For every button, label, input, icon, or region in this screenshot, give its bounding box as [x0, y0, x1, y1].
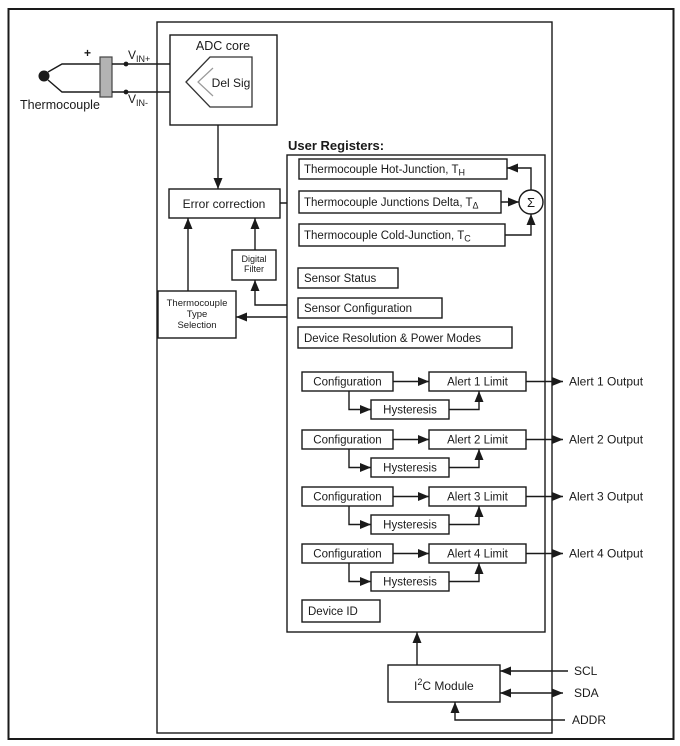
alert3-hysteresis-label: Hysteresis	[383, 520, 437, 532]
alert1-output-label: Alert 1 Output	[569, 375, 644, 389]
thermocouple-label: Thermocouple	[20, 98, 100, 112]
thermocouple-symbol: + Thermocouple	[20, 46, 113, 112]
alert3-hysteresis-to-limit-wire	[449, 506, 484, 526]
alert1-configuration-label: Configuration	[313, 377, 381, 389]
adc-core-title: ADC core	[196, 39, 250, 53]
user-registers-section: User Registers: Thermocouple Hot-Junctio…	[286, 138, 644, 633]
type-selection-label-line3: Selection	[177, 320, 216, 331]
alert1-hysteresis-label: Hysteresis	[383, 405, 437, 417]
sensor-configuration-register	[297, 297, 443, 319]
vin-plus-node-dot	[123, 61, 129, 67]
cold-junction-label: Thermocouple Cold-Junction, TC	[304, 230, 471, 244]
alert2-output-label: Alert 2 Output	[569, 433, 644, 447]
sensor-status-label: Sensor Status	[304, 273, 376, 285]
alert2-hysteresis-label: Hysteresis	[383, 463, 437, 475]
alert4-output-label: Alert 4 Output	[569, 547, 644, 561]
vin-minus-node-dot	[123, 89, 129, 95]
error-correction-label: Error correction	[183, 197, 266, 211]
alert3-limit-label: Alert 3 Limit	[447, 492, 509, 504]
adc-core-block: ADC core Del Sig	[169, 34, 278, 126]
sensor-configuration-label: Sensor Configuration	[304, 303, 412, 315]
i2c-module-box	[387, 664, 501, 703]
alert4-configuration-label: Configuration	[313, 549, 381, 561]
i2c-module-label: I2C Module	[414, 677, 474, 693]
addr-wire	[450, 702, 565, 721]
sigma-symbol: Σ	[527, 195, 535, 210]
alert4-limit-label: Alert 4 Limit	[447, 549, 509, 561]
sensor-status-register	[297, 267, 399, 289]
digital-filter-box	[231, 249, 277, 281]
alert2-hysteresis-to-limit-wire	[449, 449, 484, 469]
vin-minus-label: VIN-	[128, 92, 148, 108]
vin-plus-label: VIN+	[128, 48, 150, 64]
alert4-hysteresis-to-limit-wire	[449, 563, 484, 583]
alert-group-4: Configuration Alert 4 Limit Hysteresis A…	[301, 543, 644, 592]
del-sig-label: Del Sig	[212, 76, 251, 90]
hot-junction-label: Thermocouple Hot-Junction, TH	[304, 164, 465, 178]
alert4-config-to-hysteresis-wire	[348, 563, 371, 586]
alert1-config-to-hysteresis-wire	[348, 391, 371, 414]
user-registers-heading: User Registers:	[288, 138, 384, 153]
addr-pin-label: ADDR	[572, 713, 606, 727]
thermocouple-wire-minus	[47, 79, 100, 93]
alert-group-2: Configuration Alert 2 Limit Hysteresis A…	[301, 429, 644, 478]
pentagon-chevron-icon	[197, 67, 214, 97]
alert3-output-label: Alert 3 Output	[569, 490, 644, 504]
alert1-hysteresis-to-limit-wire	[449, 391, 484, 411]
polarity-plus-label: +	[84, 46, 91, 60]
alert-group-3: Configuration Alert 3 Limit Hysteresis A…	[301, 486, 644, 535]
digital-filter-label-line1: Digital	[241, 254, 266, 264]
alert2-config-to-hysteresis-wire	[348, 449, 371, 472]
i2c-section: I2C Module SCL SDA ADDR	[387, 632, 606, 727]
alert4-hysteresis-label: Hysteresis	[383, 577, 437, 589]
summation-circle-icon	[518, 189, 544, 215]
device-resolution-register	[297, 326, 513, 349]
cold-to-sigma-wire	[505, 214, 536, 236]
type-selection-label-line2: Type	[187, 309, 208, 320]
device-id-label: Device ID	[308, 606, 358, 618]
sigma-to-hot-wire	[507, 163, 532, 190]
thermocouple-wire-plus	[47, 63, 100, 73]
device-id-register	[301, 599, 381, 623]
alert-group-1: Configuration Alert 1 Limit Hysteresis A…	[301, 371, 644, 420]
junctions-delta-label: Thermocouple Junctions Delta, TΔ	[304, 197, 479, 211]
alert1-limit-label: Alert 1 Limit	[447, 377, 509, 389]
type-selection-label-line1: Thermocouple	[167, 298, 228, 309]
alert3-configuration-label: Configuration	[313, 492, 381, 504]
alert2-limit-label: Alert 2 Limit	[447, 435, 509, 447]
delta-sigma-pentagon-icon	[185, 56, 253, 108]
sensor-config-to-digital-filter-wire	[250, 280, 298, 306]
sda-pin-label: SDA	[574, 686, 599, 700]
digital-filter-label-line2: Filter	[244, 264, 264, 274]
thermocouple-tip-icon	[38, 70, 50, 82]
device-resolution-label: Device Resolution & Power Modes	[304, 333, 481, 345]
thermocouple-connector-bar	[99, 56, 113, 98]
scl-pin-label: SCL	[574, 664, 598, 678]
alert3-config-to-hysteresis-wire	[348, 506, 371, 529]
alert2-configuration-label: Configuration	[313, 435, 381, 447]
processing-blocks: Error correction Digital Filter Thermoco…	[157, 125, 299, 339]
thermocouple-type-selection-box	[157, 290, 237, 339]
